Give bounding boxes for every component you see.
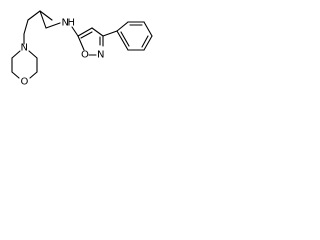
bond-methyl bbox=[39, 10, 53, 21]
isoxazole-o-label: O bbox=[81, 50, 89, 61]
atom-labels: N H N O O N bbox=[21, 18, 105, 88]
phenyl-bond-1 bbox=[116, 21, 129, 32]
morpholine-bond-4 bbox=[29, 71, 38, 79]
phenyl-ring bbox=[116, 21, 153, 51]
isoxazole-c4-c3 bbox=[91, 27, 104, 37]
isoxazole-c5-c4 bbox=[77, 27, 93, 37]
phenyl-bond-3 bbox=[143, 21, 153, 37]
morpholine-n-label: N bbox=[21, 43, 28, 54]
isoxazole-ring bbox=[77, 27, 118, 56]
bond-ch2-morpholine-n bbox=[23, 19, 29, 35]
bond-amine-n-ring bbox=[71, 26, 79, 37]
bond-ch-ch2-right bbox=[39, 10, 47, 29]
morpholine-bond-3 bbox=[11, 71, 20, 79]
bond-ch2-amine-n bbox=[45, 22, 61, 29]
amine-n-label: N bbox=[62, 18, 69, 29]
phenyl-bond-4 bbox=[143, 35, 153, 51]
morpholine-bond-1 bbox=[11, 50, 21, 59]
aliphatic-chain bbox=[23, 10, 79, 37]
morpholine-bond-6 bbox=[28, 50, 38, 59]
phenyl-bond-4-double bbox=[141, 35, 149, 48]
isoxazole-n-label: N bbox=[97, 50, 104, 61]
morpholine-ring bbox=[11, 33, 38, 79]
morpholine-o-label: O bbox=[21, 77, 29, 88]
phenyl-bond-6-double bbox=[120, 31, 130, 47]
bond-ch-ch2-left bbox=[27, 10, 41, 21]
isoxazole-phenyl-link bbox=[102, 30, 118, 37]
phenyl-bond-6 bbox=[116, 30, 129, 51]
isoxazole-c5-c4-double bbox=[80, 31, 93, 39]
isoxazole-c5-o bbox=[77, 35, 85, 51]
amine-h-label: H bbox=[68, 18, 76, 29]
molecule-structure-diagram: N H N O O N bbox=[11, 10, 153, 88]
